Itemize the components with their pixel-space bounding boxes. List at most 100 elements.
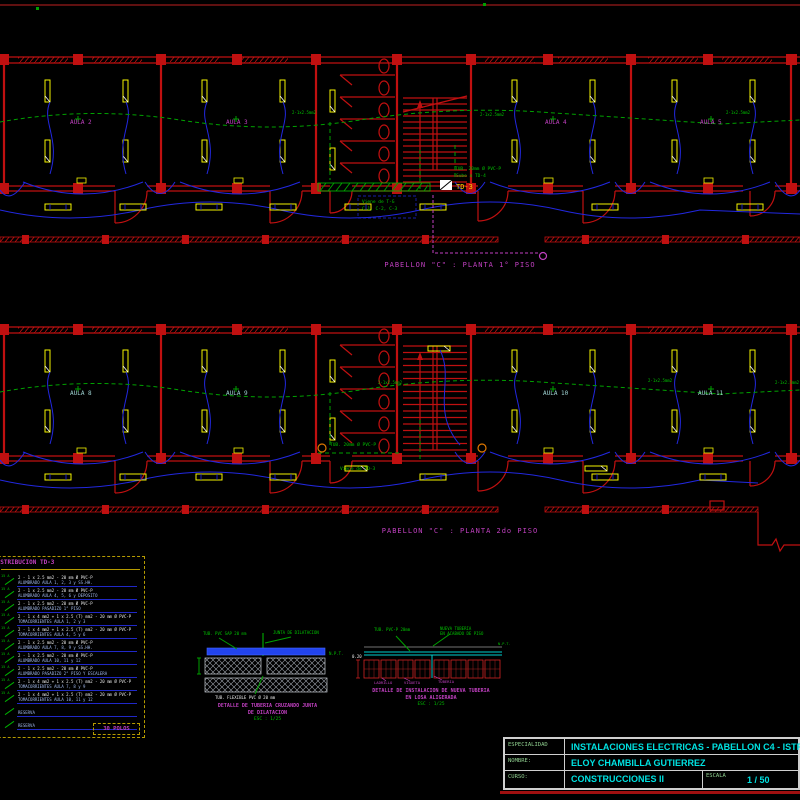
circuit-line xyxy=(17,677,137,678)
part-label: TUBERIA xyxy=(438,679,455,684)
room-label: AULA 2 xyxy=(70,119,92,126)
lighting-circuit-floor2 xyxy=(0,379,800,460)
circuit-line xyxy=(17,729,137,730)
breaker-rating: 15 A xyxy=(1,587,10,591)
joint-section xyxy=(197,633,328,695)
lighting-circuit-floor1 xyxy=(0,109,800,190)
circuit-line xyxy=(17,690,137,691)
breaker-rating: 15 A xyxy=(1,691,10,695)
doors-floor1 xyxy=(114,190,776,224)
bathroom-floor1 xyxy=(329,58,395,184)
breaker-rating: 15 A xyxy=(1,678,10,682)
breaker-tick xyxy=(4,616,15,625)
table-title: DISTRIBUCION TD-3 xyxy=(0,559,55,566)
title-block-row: NOMBRE: ELOY CHAMBILLA GUTIERREZ xyxy=(505,755,798,771)
detail-scale: ESC : 1/25 xyxy=(253,717,282,722)
wire-label: 2-1x2.5mm2 xyxy=(480,112,505,117)
section-break xyxy=(709,500,800,553)
field-label: CURSO: xyxy=(505,771,565,788)
annotation: TUB. 20mm Ø PVC-P xyxy=(455,165,501,172)
columns-floor1 xyxy=(0,54,797,194)
circuit-desc: ALUMBRADO AULA 4, 5, 6 y DEPOSITO xyxy=(18,593,98,598)
circuit-line xyxy=(17,625,137,626)
breaker-tick xyxy=(4,720,15,729)
corridor-wall-floor2 xyxy=(0,505,759,514)
field-value: CONSTRUCCIONES II xyxy=(571,774,665,784)
circuit-line xyxy=(17,716,137,717)
plan1-title: PABELLON "C" : PLANTA 1° PISO xyxy=(384,261,536,269)
annotation: TUB. FLEXIBLE PVC Ø 20 mm xyxy=(215,695,276,700)
room-label: AULA 11 xyxy=(698,390,724,397)
circuit-spec: 2 - 1 x 2.5 mm2 - 20 mm Ø PVC-P xyxy=(18,601,93,606)
field-value: INSTALACIONES ELECTRICAS - PABELLON C4 -… xyxy=(571,742,800,752)
room-label: AULA 8 xyxy=(70,390,92,397)
breaker-tick xyxy=(4,590,15,599)
room-label: AULA 9 xyxy=(226,390,248,397)
circuit-spec: 2 - 1 x 2.5 mm2 - 20 mm Ø PVC-P xyxy=(18,588,93,593)
annotation: N.P.T. xyxy=(329,651,344,656)
circuit-callout-floor1 xyxy=(357,195,548,261)
breaker-tick xyxy=(4,681,15,690)
corridor-circuit-floor2 xyxy=(0,443,759,489)
survey-mark xyxy=(36,7,39,10)
border-line xyxy=(500,791,800,794)
breaker-rating: 15 A xyxy=(1,613,10,617)
circuit-line xyxy=(17,703,137,704)
part-label: VIGUETA xyxy=(404,680,421,685)
dimension: 0.20 xyxy=(352,654,362,659)
distribution-panel-table: DISTRIBUCION TD-3 15 A 2 - 1 x 2.5 mm2 - … xyxy=(0,556,145,738)
circuit-desc: TOMACORRIENTES AULA 4, 5 y 6 xyxy=(18,632,86,637)
plan2-title: PABELLON "C" : PLANTA 2do PISO xyxy=(381,527,539,535)
walls-floor1 xyxy=(0,54,800,244)
survey-mark xyxy=(483,3,486,6)
floor-plan-2: TUB. 20mm Ø PVC-P Viene de TD-3 2-1x2.5m… xyxy=(0,324,800,553)
floor-plan-1: TD-3 TUB. 20mm Ø PVC-P Sube a TD-4 Viene… xyxy=(0,54,800,261)
wire-label: 2-1x2.5mm2 xyxy=(726,110,751,115)
circuit-line xyxy=(17,664,137,665)
breaker-rating: 15 A xyxy=(1,626,10,630)
field-value: 1 / 50 xyxy=(747,775,770,785)
columns-floor2 xyxy=(0,324,797,464)
breaker-tick xyxy=(4,707,15,716)
breaker-tick xyxy=(4,655,15,664)
annotation: TUB. PVC-P 20mm xyxy=(374,627,411,632)
wire-label: 2-1x2.5mm2 xyxy=(648,378,673,383)
slab-section xyxy=(356,633,502,682)
room-label: AULA 5 xyxy=(700,119,722,126)
circuit-spec: 2 - 1 x 4 mm2 + 1 x 2.5 (T) mm2 - 20 mm … xyxy=(18,692,132,697)
room-fixtures-floor2 xyxy=(0,350,800,467)
detail-title: DETALLE DE INSTALACION DE NUEVA TUBERIA xyxy=(372,688,490,694)
circuit-desc: ALUMBRADO AULA 10, 11 y 12 xyxy=(18,658,81,663)
breaker-tick xyxy=(4,642,15,651)
room-label: AULA 10 xyxy=(543,390,569,397)
breaker-tick xyxy=(4,668,15,677)
circuit-row: 15 A 2 - 1 x 4 mm2 + 1 x 2.5 (T) mm2 - 20… xyxy=(1,626,142,640)
circuit-spec: 2 - 1 x 4 mm2 + 1 x 2.5 (T) mm2 - 20 mm … xyxy=(18,679,132,684)
circuit-spec: 2 - 1 x 4 mm2 + 1 x 2.5 (T) mm2 - 20 mm … xyxy=(18,627,132,632)
breaker-tick xyxy=(4,577,15,586)
circuit-desc: RESERVA xyxy=(18,710,35,715)
title-block-row: CURSO: CONSTRUCCIONES II ESCALA 1 / 50 xyxy=(505,771,798,788)
room-fixtures-floor1 xyxy=(0,80,800,197)
circuit-spec: 2 - 1 x 2.5 mm2 - 20 mm Ø PVC-P xyxy=(18,653,93,658)
wire-label: 2-1x2.5mm2 xyxy=(378,380,403,385)
panel-td3-label: TD-3 xyxy=(456,183,473,191)
detail-scale: ESC : 1/25 xyxy=(417,702,445,707)
circuit-row: RESERVA xyxy=(1,718,142,731)
field-label: NOMBRE: xyxy=(505,755,565,770)
breaker-rating: 15 A xyxy=(1,600,10,604)
scale-cell: ESCALA 1 / 50 xyxy=(702,771,800,788)
annotation: Sube a TD-4 xyxy=(456,173,486,179)
breaker-rating: 15 A xyxy=(1,652,10,656)
doors-floor2 xyxy=(114,460,776,494)
annotation: JUNTA DE DILATACION xyxy=(273,630,319,635)
annotation: TUB. PVC SAP 20 mm xyxy=(203,631,247,636)
corridor-circuit-floor1 xyxy=(0,201,800,219)
field-label: ESPECIALIDAD xyxy=(505,739,565,754)
circuit-line xyxy=(17,599,137,600)
